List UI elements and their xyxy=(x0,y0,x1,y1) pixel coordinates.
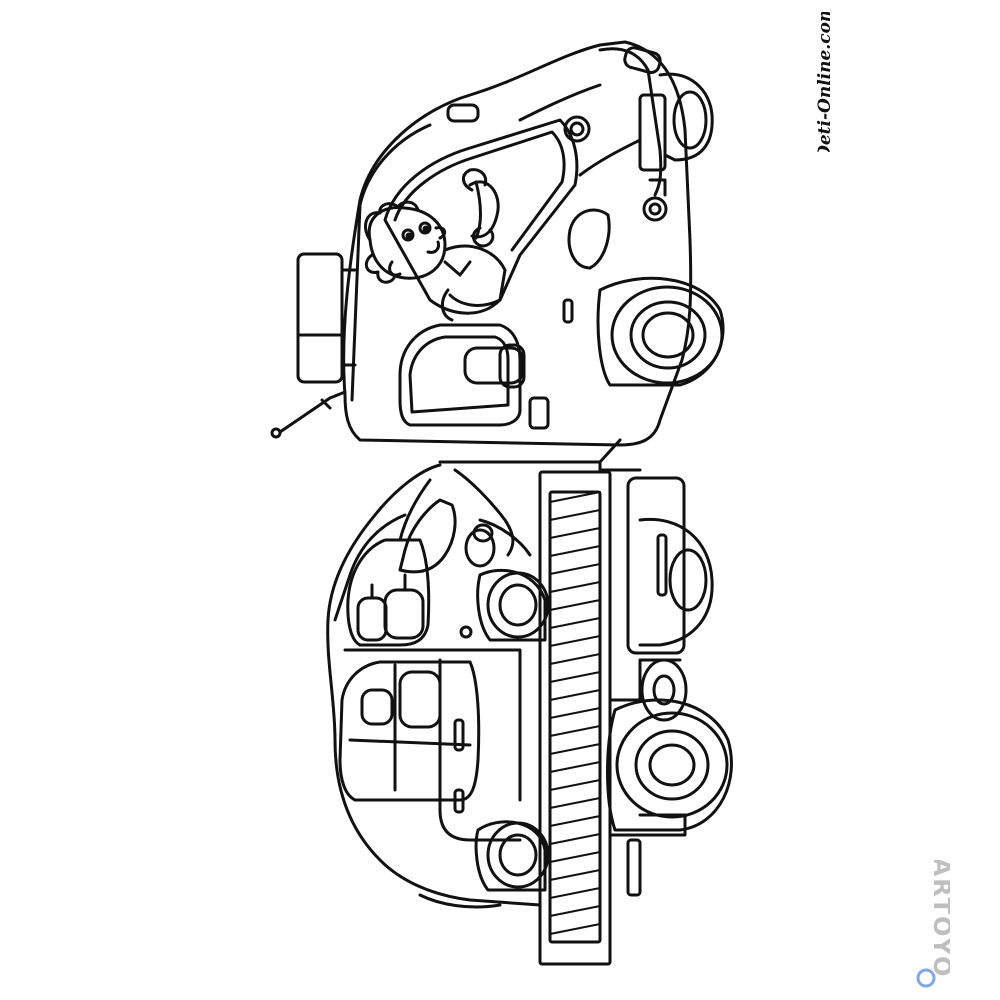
bed-hatching xyxy=(550,492,600,934)
site-watermark: Deti-Online.com xyxy=(815,12,835,152)
site-watermark-text: Deti-Online.com xyxy=(815,12,835,152)
truck-cab xyxy=(272,42,723,445)
driver-boy xyxy=(365,170,505,320)
brand-watermark-text: ARTOYO xyxy=(928,860,950,978)
brand-watermark: ARTOYO xyxy=(916,860,950,988)
carried-car xyxy=(328,465,548,907)
brand-logo-ring xyxy=(916,968,936,988)
truck-flatbed xyxy=(440,440,731,964)
